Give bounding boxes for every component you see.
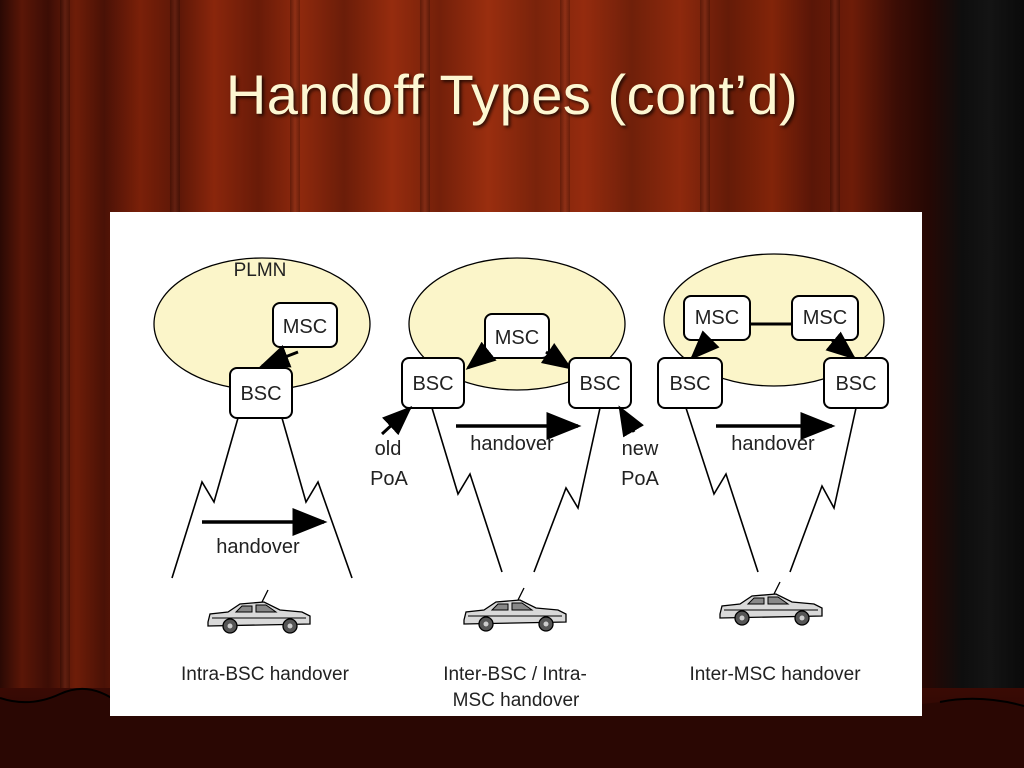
caption-inter-bsc-line1: Inter-BSC / Intra- <box>443 664 587 685</box>
plmn-label: PLMN <box>234 260 287 281</box>
handover-label: handover <box>470 433 554 455</box>
msc-bsc-new-link <box>825 331 857 360</box>
msc-new-label: MSC <box>803 307 847 329</box>
radio-link-right <box>281 417 353 579</box>
msc-label: MSC <box>495 327 539 349</box>
bsc-box <box>229 367 293 419</box>
car-icon <box>207 589 311 634</box>
radio-link-new <box>533 407 601 573</box>
msc-bsc-new-link <box>540 343 573 370</box>
radio-link-left <box>171 417 239 579</box>
diagram-svg: PLMN MSC BSC handover Intra-BSC handover… <box>153 253 889 711</box>
inter-msc-group: MSC MSC BSC BSC handover Inter-MSC hando… <box>657 253 889 685</box>
bsc-msc-link <box>259 345 299 368</box>
intra-bsc-group: PLMN MSC BSC handover Intra-BSC handover <box>153 257 371 685</box>
bsc-new-label: BSC <box>835 373 876 395</box>
curtain-fold <box>60 0 70 768</box>
radio-link-new <box>789 407 857 573</box>
msc-bsc-old-link <box>689 330 720 361</box>
bsc-old-box <box>657 357 723 409</box>
car-icon <box>463 587 567 632</box>
old-poa-label: PoA <box>370 468 408 490</box>
msc-old-label: MSC <box>695 307 739 329</box>
msc-box <box>484 313 550 359</box>
handover-label: handover <box>731 433 815 455</box>
new-poa-label: new <box>622 438 659 460</box>
caption-inter-msc: Inter-MSC handover <box>689 664 861 685</box>
handover-label: handover <box>216 536 300 558</box>
bsc-old-label: BSC <box>412 373 453 395</box>
msc-new-box <box>791 295 859 341</box>
radio-link-old <box>431 407 503 573</box>
inter-bsc-group: MSC BSC BSC old PoA new PoA handover Int… <box>370 257 660 711</box>
bsc-old-box <box>401 357 465 409</box>
new-poa-arrow <box>618 405 644 438</box>
bsc-new-label: BSC <box>579 373 620 395</box>
msc-box <box>272 302 338 348</box>
bsc-old-label: BSC <box>669 373 710 395</box>
caption-inter-bsc-line2: MSC handover <box>453 690 580 711</box>
handoff-diagram: PLMN MSC BSC handover Intra-BSC handover… <box>110 212 922 716</box>
msc-label: MSC <box>283 316 327 338</box>
radio-link-old <box>685 407 759 573</box>
old-poa-arrow <box>380 405 413 436</box>
slide-title: Handoff Types (cont’d) <box>225 63 799 126</box>
car-icon <box>719 581 823 626</box>
msc-bsc-old-link <box>465 341 497 370</box>
caption-intra-bsc: Intra-BSC handover <box>181 664 350 685</box>
bsc-label: BSC <box>240 383 281 405</box>
new-poa-label: PoA <box>621 468 659 490</box>
old-poa-label: old <box>375 438 402 460</box>
